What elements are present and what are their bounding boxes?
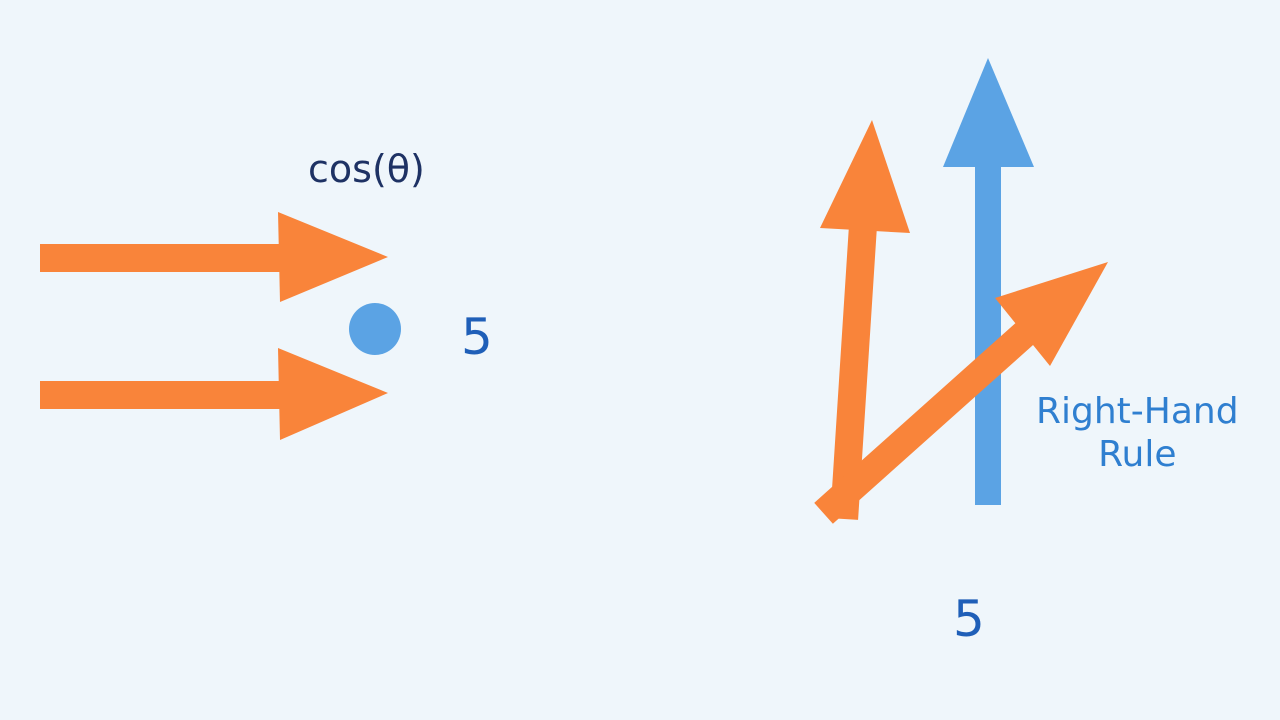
right-value-label: 5 xyxy=(953,590,985,648)
right-hand-rule-line1: Right-Hand xyxy=(1036,391,1239,432)
left-upper-arrow xyxy=(40,212,388,302)
cos-theta-label: cos(θ) xyxy=(308,147,425,191)
left-value-label: 5 xyxy=(461,308,493,366)
orange-diagonal-vector xyxy=(814,262,1108,524)
left-lower-arrow xyxy=(40,348,388,440)
orange-tilted-vector xyxy=(820,120,910,520)
blue-vertical-vector xyxy=(943,58,1034,505)
right-hand-rule-line2: Rule xyxy=(1098,434,1177,476)
right-hand-rule-label: Right-Hand Rule xyxy=(1036,390,1239,476)
point-dot xyxy=(349,303,401,355)
